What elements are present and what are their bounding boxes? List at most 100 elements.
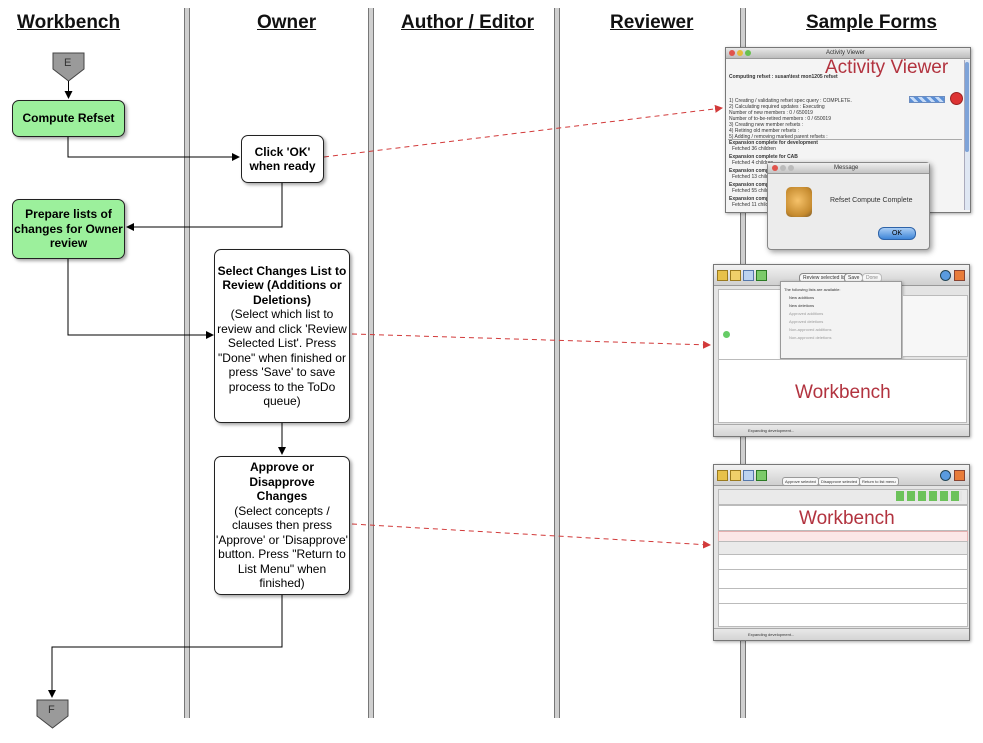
click-ok-label: Click 'OK' when ready (249, 144, 316, 174)
wb2-statusbar (714, 628, 969, 640)
event-4-detail: Fetched 55 children (732, 188, 776, 194)
select-changes-title: Select Changes List to Review (Additions… (217, 263, 347, 307)
event-5-detail: Fetched 11 children (732, 202, 776, 208)
prepare-lists-label: Prepare lists of changes for Owner revie… (14, 207, 123, 251)
dashed-arrow-to-workbench-1 (351, 333, 711, 349)
divider (728, 139, 962, 140)
dialog-close-dot-icon (772, 165, 778, 171)
approve-changes-title: Approve or Disapprove Changes (249, 460, 315, 504)
return-to-list-menu-tab[interactable]: Return to list menu (859, 477, 899, 486)
activity-step-2: 2) Calculating required updates : Execut… (729, 104, 825, 110)
event-1: Expansion complete for development (729, 140, 818, 146)
wb2-tool-icon-2[interactable] (730, 470, 741, 481)
activity-progress-bar (909, 96, 945, 103)
compute-refset-label: Compute Refset (22, 111, 115, 126)
lane-title-reviewer: Reviewer (610, 12, 694, 33)
dialog-message: Refset Compute Complete (830, 197, 913, 204)
lists-prompt: The following lists are available: (784, 287, 841, 292)
dashed-arrow-to-activity-viewer (323, 104, 723, 158)
dialog-zoom-dot-icon (788, 165, 794, 171)
wb2-tool-icon-1[interactable] (717, 470, 728, 481)
dialog-title: Message (834, 165, 859, 171)
activity-step-7: 5) Adding / removing marked parent refse… (729, 134, 828, 140)
wb1-status-text: Expanding development... (748, 428, 795, 433)
option-new-additions[interactable]: New additions (789, 295, 815, 300)
option-new-deletions[interactable]: New deletions (789, 303, 815, 308)
approve-changes-body: (Select concepts / clauses then press 'A… (216, 503, 348, 591)
zoom-dot-icon (745, 50, 751, 56)
lane-divider-3 (554, 8, 560, 718)
message-dialog: Message Refset Compute Complete OK (767, 162, 930, 250)
java-icon (786, 187, 812, 217)
ok-button[interactable]: OK (878, 227, 916, 240)
arrow-prepare-to-select (67, 259, 214, 339)
option-approved-deletions[interactable]: Approved deletions (789, 319, 824, 324)
workbench-sample-2: Approve selected Disapprove selected Ret… (713, 464, 970, 641)
approve-changes-step: Approve or Disapprove Changes (Select co… (214, 456, 350, 595)
end-connector-shape (36, 699, 69, 729)
close-dot-icon (729, 50, 735, 56)
dialog-minimize-dot-icon (780, 165, 786, 171)
event-3-detail: Fetched 13 children (732, 174, 776, 180)
wb2-tool-icon-4[interactable] (756, 470, 767, 481)
option-approved-additions[interactable]: Approved additions (789, 311, 824, 316)
activity-line: Computing refset : susan\test mon1205 re… (729, 74, 838, 80)
option-non-approved-additions[interactable]: Non-approved additions (789, 327, 832, 332)
workbench-sample-1-label: Workbench (795, 382, 891, 403)
wb2-refresh-icon[interactable] (940, 470, 951, 481)
activity-step-1: 1) Creating / validating refset spec que… (729, 98, 852, 104)
arrow-compute-to-click-ok (67, 137, 240, 161)
option-non-approved-deletions[interactable]: Non-approved deletions (789, 335, 832, 340)
lane-title-author-editor: Author / Editor (401, 12, 534, 33)
activity-step-5: 3) Creating new member refsets : (729, 122, 804, 128)
wb1-tool-icon-3[interactable] (743, 270, 754, 281)
event-5: Expansion complete (729, 196, 778, 202)
activity-step-6: 4) Retiring old member refsets : (729, 128, 800, 134)
compute-refset-step: Compute Refset (12, 100, 125, 137)
dashed-arrow-to-workbench-2 (351, 523, 711, 549)
start-connector-shape (52, 52, 85, 82)
activity-viewer-sample: Activity Viewer Computing refset : susan… (725, 47, 971, 213)
wb2-settings-icon[interactable] (954, 470, 965, 481)
wb2-section-4 (718, 603, 968, 627)
activity-step-3: Number of new members : 0 / 650019 (729, 110, 813, 116)
event-2: Expansion complete for CAB (729, 154, 798, 160)
wb1-settings-icon[interactable] (954, 270, 965, 281)
event-2-detail: Fetched 4 children (732, 160, 774, 166)
start-connector-label: E (64, 57, 72, 69)
activity-scroll-thumb[interactable] (965, 62, 969, 152)
minimize-dot-icon (737, 50, 743, 56)
dialog-titlebar: Message (768, 163, 929, 174)
arrow-approve-to-end (48, 595, 283, 698)
lane-divider-2 (368, 8, 374, 718)
activity-viewer-label: Activity Viewer (825, 57, 949, 78)
workbench-sample-2-label: Workbench (799, 508, 895, 529)
workbench-sample-1: Review selected list Save Done The follo… (713, 264, 970, 437)
activity-step-4: Number of to-be-retired members : 0 / 65… (729, 116, 831, 122)
wb2-green-tools[interactable] (896, 491, 962, 501)
wb2-status-text: Expanding development... (748, 632, 795, 637)
stop-icon[interactable] (950, 92, 963, 105)
lane-title-workbench: Workbench (17, 12, 121, 33)
wb1-tool-icon-4[interactable] (756, 270, 767, 281)
wb1-tree-node[interactable] (723, 331, 730, 338)
event-3: Expansion complete (729, 168, 778, 174)
window-title: Activity Viewer (826, 50, 865, 56)
wb2-tool-icon-3[interactable] (743, 470, 754, 481)
arrow-click-ok-to-prepare (126, 183, 283, 231)
wb2-text-area (718, 505, 968, 531)
wb1-right-pane (902, 295, 968, 357)
wb1-tool-icon-2[interactable] (730, 270, 741, 281)
select-changes-step: Select Changes List to Review (Additions… (214, 249, 350, 423)
click-ok-step: Click 'OK' when ready (241, 135, 324, 183)
wb1-list-dialog (780, 281, 902, 359)
select-changes-body: (Select which list to review and click '… (217, 307, 347, 408)
event-1-detail: Fetched 36 children (732, 146, 776, 152)
end-connector-label: F (48, 704, 55, 716)
wb1-bottom-pane (718, 359, 967, 423)
wb1-refresh-icon[interactable] (940, 270, 951, 281)
wb1-tool-icon-1[interactable] (717, 270, 728, 281)
lane-divider-1 (184, 8, 190, 718)
window-titlebar: Activity Viewer (726, 48, 970, 59)
wb1-statusbar (714, 424, 969, 436)
